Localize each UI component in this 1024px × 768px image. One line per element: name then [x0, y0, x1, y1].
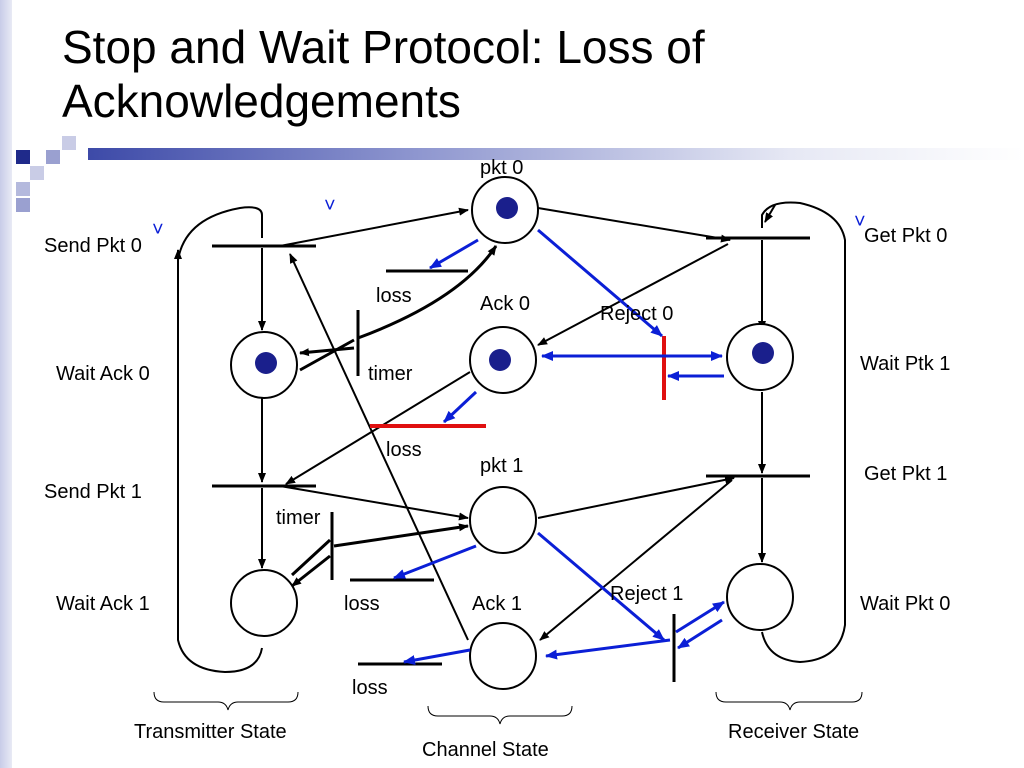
receiver-loop — [758, 201, 846, 664]
token-wait-ptk1 — [752, 342, 774, 364]
title-underline-bar — [88, 148, 1024, 160]
label-pkt1: pkt 1 — [480, 455, 523, 477]
label-send-pkt1: Send Pkt 1 — [44, 481, 142, 503]
label-receiver-state: Receiver State — [728, 721, 859, 743]
tick-mark: ˅ — [854, 211, 866, 233]
label-wait-ptk1: Wait Ptk 1 — [860, 353, 950, 375]
label-reject0: Reject 0 — [600, 303, 673, 325]
label-loss-a: loss — [376, 285, 412, 307]
slide-title: Stop and Wait Protocol: Loss of Acknowle… — [62, 21, 705, 127]
label-wait-ack0: Wait Ack 0 — [56, 363, 150, 385]
decor-square — [16, 198, 30, 212]
label-ack0: Ack 0 — [480, 293, 530, 315]
tick-mark: ˅ — [152, 219, 164, 241]
arc-timer-b-to-pkt1 — [333, 523, 469, 548]
label-timer-b: timer — [276, 507, 321, 529]
label-get-pkt1: Get Pkt 1 — [864, 463, 947, 485]
decor-square — [62, 136, 76, 150]
decor-square — [30, 166, 44, 180]
label-wait-ack1: Wait Ack 1 — [56, 593, 150, 615]
label-loss-d: loss — [352, 677, 388, 699]
token-ack0 — [489, 349, 511, 371]
section-braces — [153, 691, 863, 725]
black-arcs — [279, 207, 735, 641]
arc-timer-a-to-pkt0 — [357, 245, 498, 340]
label-send-pkt0: Send Pkt 0 — [44, 235, 142, 257]
label-loss-c: loss — [344, 593, 380, 615]
slide-sidebar-strip — [0, 0, 12, 768]
label-loss-b: loss — [386, 439, 422, 461]
place-ack1 — [469, 622, 537, 690]
label-timer-a: timer — [368, 363, 413, 385]
label-transmitter-state: Transmitter State — [134, 721, 287, 743]
label-wait-pkt0: Wait Pkt 0 — [860, 593, 950, 615]
blue-arcs — [393, 228, 725, 665]
label-reject1: Reject 1 — [610, 583, 683, 605]
arc-timer-b-from-wait — [290, 538, 332, 577]
label-channel-state: Channel State — [422, 739, 549, 761]
decor-square — [16, 150, 30, 164]
place-wait-ack1 — [230, 569, 298, 637]
decor-square — [46, 150, 60, 164]
decor-square — [16, 182, 30, 196]
token-wait-ack0 — [255, 352, 277, 374]
arc-timer-a-to-wait — [299, 346, 355, 357]
transmitter-loop — [174, 206, 266, 674]
place-wait-pkt0 — [726, 563, 794, 631]
label-ack1: Ack 1 — [472, 593, 522, 615]
arc-timer-b-to-wait — [291, 554, 331, 588]
arc-timer-a-from-wait — [299, 338, 355, 372]
place-pkt1 — [469, 486, 537, 554]
token-pkt0 — [496, 197, 518, 219]
tick-mark: ˅ — [324, 195, 336, 217]
label-get-pkt0: Get Pkt 0 — [864, 225, 947, 247]
label-pkt0: pkt 0 — [480, 157, 523, 179]
